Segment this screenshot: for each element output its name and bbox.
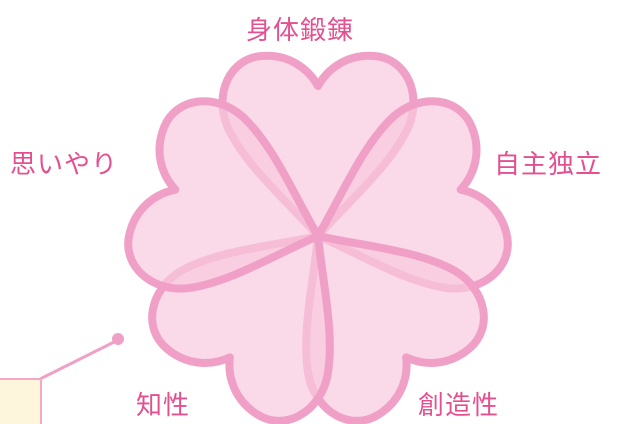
petal-group <box>124 51 512 424</box>
petal-label-bottom-left: 知性 <box>136 391 191 421</box>
connector-line <box>39 338 119 381</box>
note-box <box>0 378 42 424</box>
petal-label-top: 身体鍛錬 <box>246 16 355 46</box>
petal-label-upper-right: 自主独立 <box>494 150 603 180</box>
connector-dot <box>112 333 124 345</box>
petal-upper-left <box>124 97 322 293</box>
petal-label-upper-left: 思いやり <box>10 150 119 180</box>
petal-label-bottom-right: 創造性 <box>418 391 500 421</box>
